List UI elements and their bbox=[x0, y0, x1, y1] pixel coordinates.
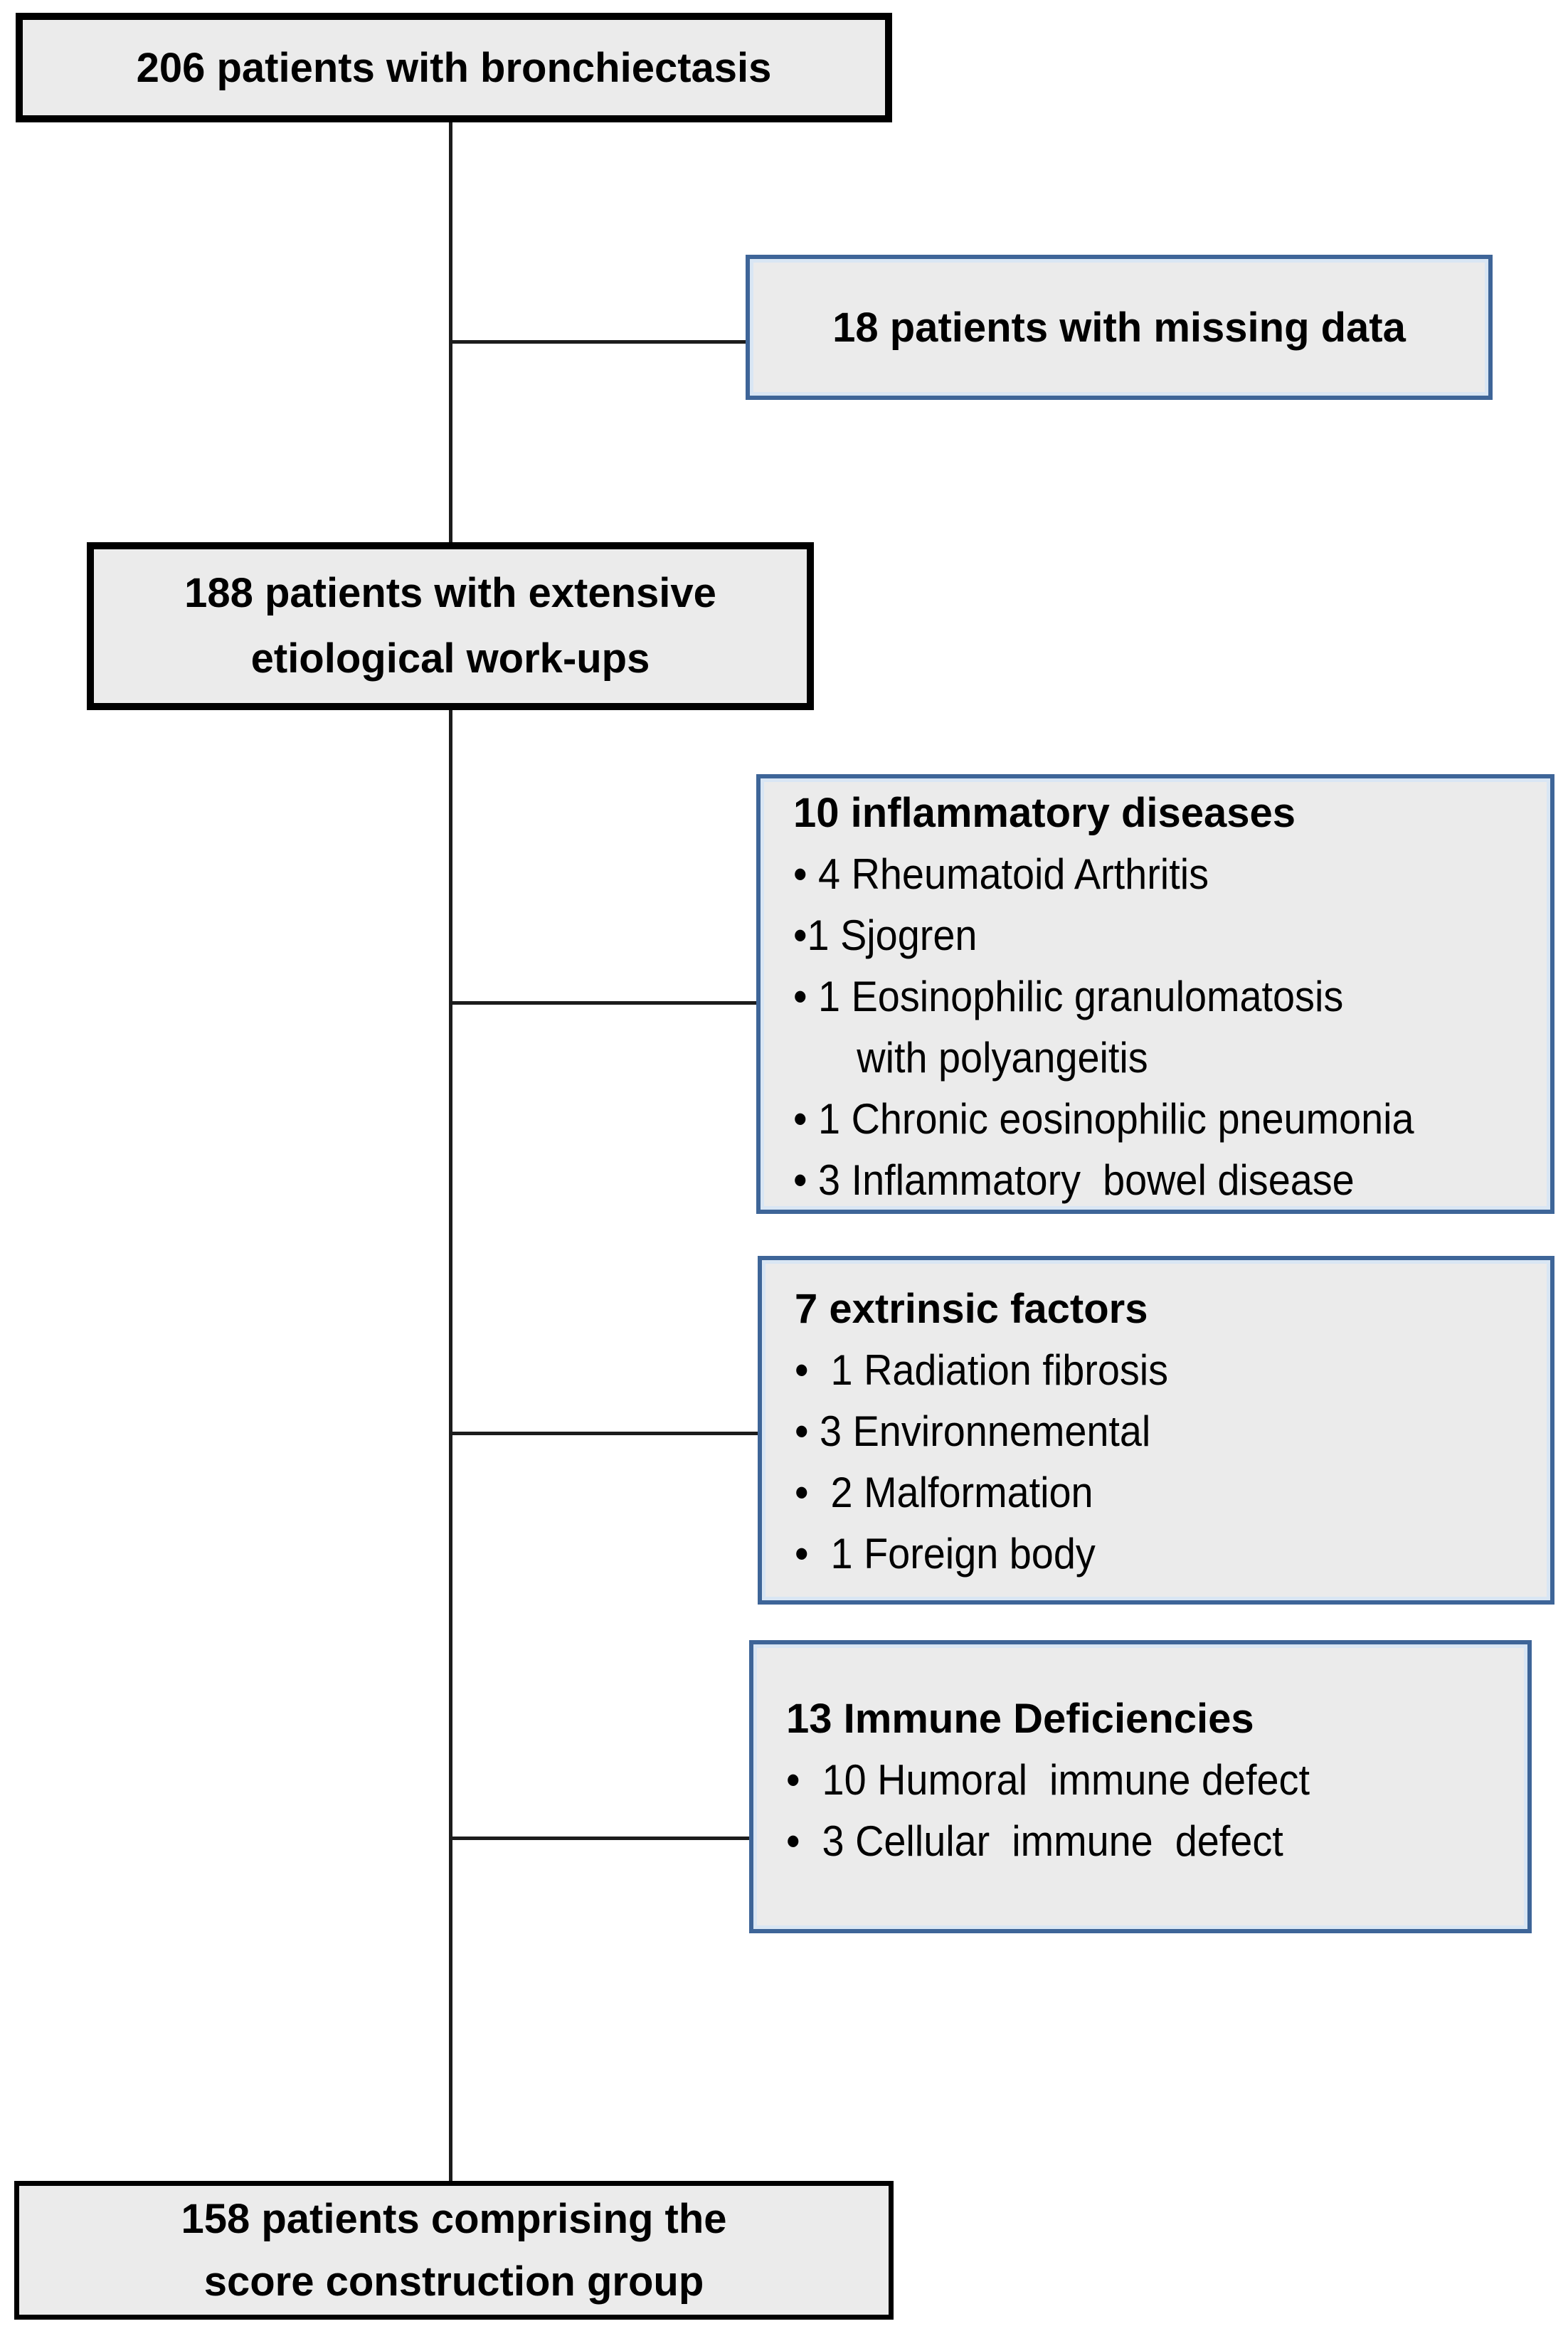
list-item: • 1 Radiation fibrosis bbox=[795, 1346, 1169, 1394]
connector-immune bbox=[451, 1837, 751, 1840]
score-group-label-line2: score construction group bbox=[203, 2258, 704, 2305]
connector-extrinsic bbox=[451, 1432, 759, 1435]
immune-deficiencies-box: 13 Immune Deficiencies • 10 Humoral immu… bbox=[749, 1640, 1532, 1933]
list-item: • 3 Inflammatory bowel disease bbox=[793, 1156, 1355, 1204]
list-item: • 1 Foreign body bbox=[795, 1530, 1096, 1578]
inflammatory-diseases-title: 10 inflammatory diseases bbox=[793, 790, 1296, 836]
extrinsic-factors-title: 7 extrinsic factors bbox=[795, 1286, 1148, 1332]
workup-label-line1: 188 patients with extensive bbox=[184, 570, 716, 616]
workup-label-line2: etiological work-ups bbox=[250, 635, 650, 682]
connector-missing-data bbox=[451, 340, 747, 344]
missing-data-label: 18 patients with missing data bbox=[832, 304, 1406, 351]
list-item: • 4 Rheumatoid Arthritis bbox=[793, 850, 1209, 898]
total-patients-box: 206 patients with bronchiectasis bbox=[16, 13, 892, 122]
list-item: • 10 Humoral immune defect bbox=[786, 1756, 1310, 1804]
workup-box: 188 patients with extensive etiological … bbox=[87, 542, 814, 710]
main-vertical-line bbox=[449, 122, 452, 2182]
list-item: • 2 Malformation bbox=[795, 1469, 1093, 1516]
list-item: • 3 Cellular immune defect bbox=[786, 1817, 1283, 1865]
immune-deficiencies-title: 13 Immune Deficiencies bbox=[786, 1696, 1254, 1742]
list-item: • 1 Eosinophilic granulomatosis bbox=[793, 973, 1344, 1020]
connector-inflammatory bbox=[451, 1001, 758, 1005]
missing-data-box: 18 patients with missing data bbox=[746, 255, 1493, 400]
list-item-continuation: with polyangeitis bbox=[857, 1034, 1148, 1082]
score-group-label-line1: 158 patients comprising the bbox=[181, 2195, 727, 2242]
score-group-box: 158 patients comprising the score constr… bbox=[14, 2181, 894, 2320]
list-item: • 3 Environnemental bbox=[795, 1407, 1151, 1455]
list-item: • 1 Chronic eosinophilic pneumonia bbox=[793, 1095, 1414, 1143]
extrinsic-factors-box: 7 extrinsic factors • 1 Radiation fibros… bbox=[758, 1256, 1554, 1605]
total-patients-label: 206 patients with bronchiectasis bbox=[136, 44, 772, 91]
list-item: •1 Sjogren bbox=[793, 911, 978, 959]
inflammatory-diseases-box: 10 inflammatory diseases • 4 Rheumatoid … bbox=[756, 774, 1554, 1214]
